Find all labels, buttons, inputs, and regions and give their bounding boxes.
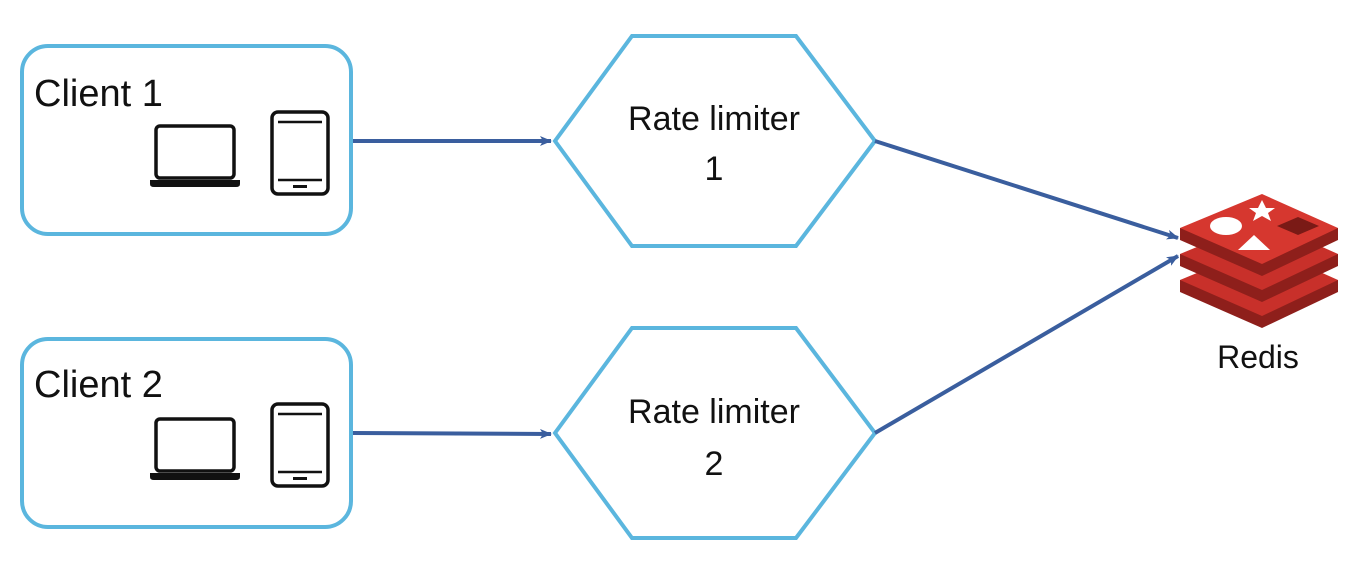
redis-logo-icon [1180,194,1338,328]
client-2-label: Client 2 [34,364,163,406]
tablet-icon [270,402,330,488]
rate-limiter-1-number: 1 [705,150,724,188]
client-2-box: Client 2 [20,337,353,529]
rate-limiter-1-title: Rate limiter [628,100,800,138]
laptop-icon [150,417,240,480]
arrow-limiter1-to-redis [874,139,1179,240]
arrow-limiter2-to-redis [873,254,1180,435]
client-1-label: Client 1 [34,73,163,115]
client-1-box: Client 1 [20,44,353,236]
rate-limiter-2-title: Rate limiter [628,393,800,431]
rate-limiter-2-number: 2 [705,445,724,483]
laptop-icon [150,124,240,187]
tablet-icon [270,110,330,196]
rate-limiter-2-hexagon: Rate limiter 2 [552,326,878,540]
arrow-client2-to-limiter2 [352,428,552,439]
redis-label: Redis [1217,339,1299,375]
rate-limiter-1-hexagon: Rate limiter 1 [552,34,878,248]
